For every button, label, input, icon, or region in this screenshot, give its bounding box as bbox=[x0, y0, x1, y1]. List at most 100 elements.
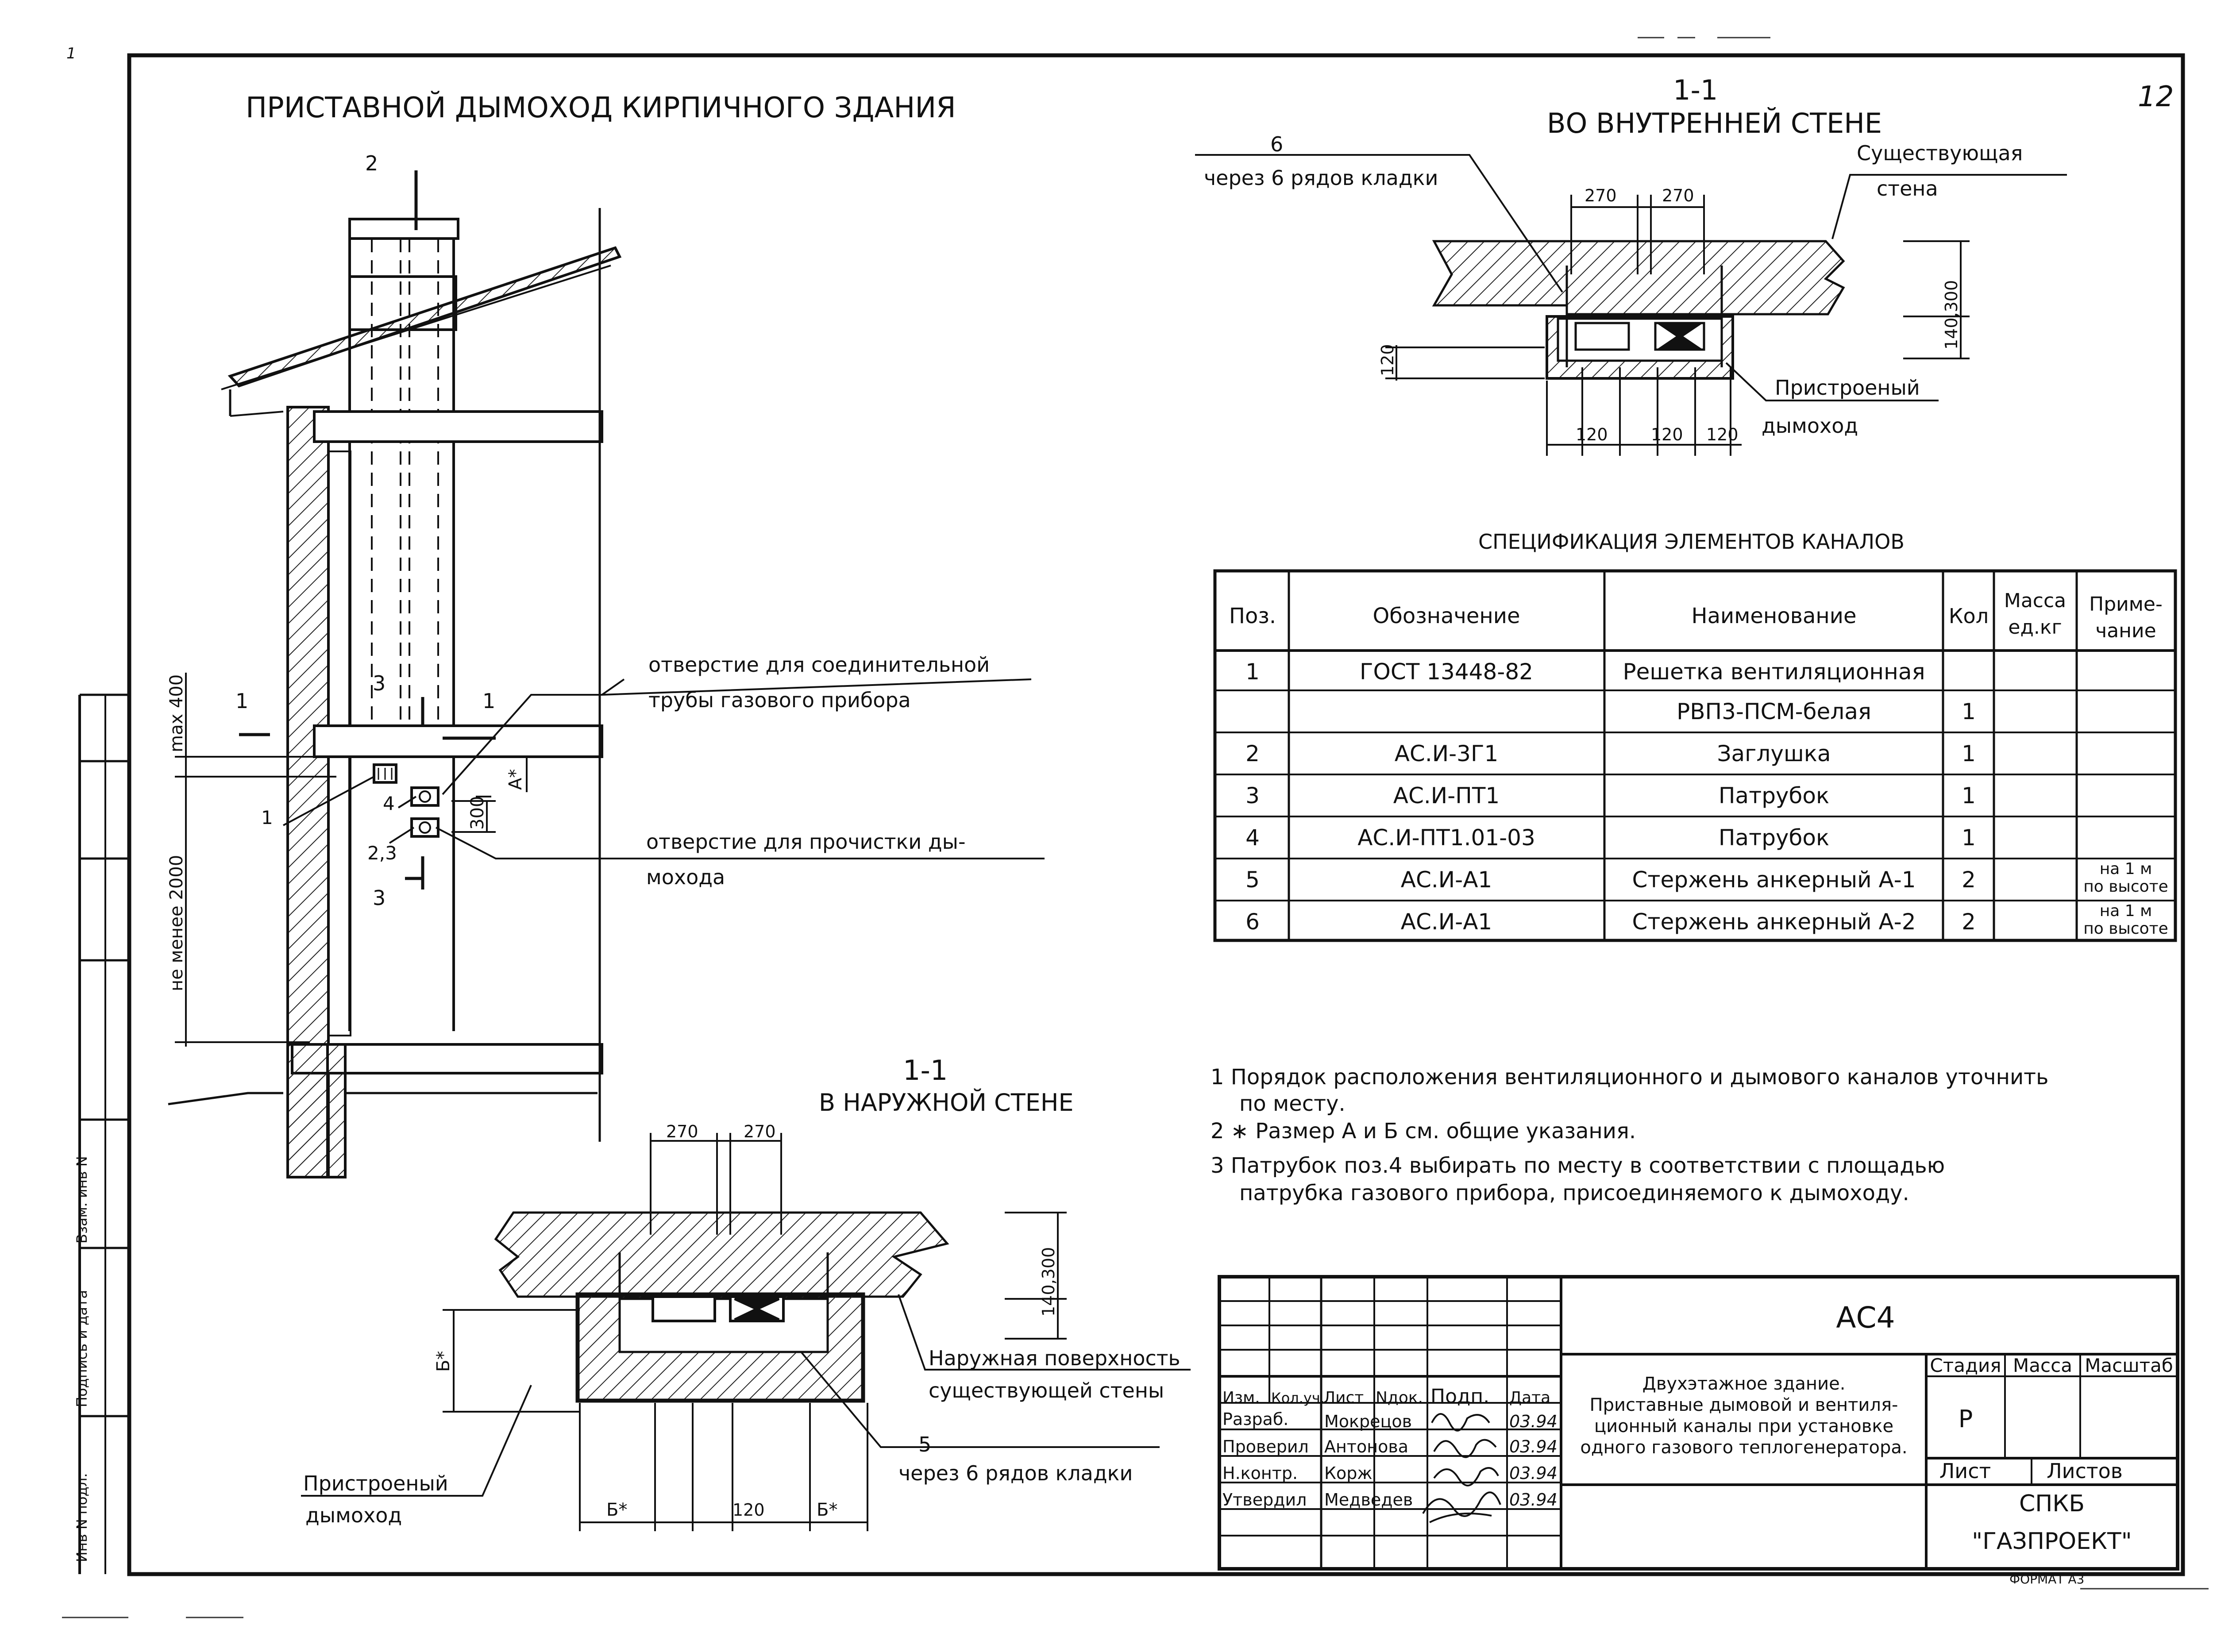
col-izm: Изм. bbox=[1222, 1389, 1260, 1407]
sheet-label: Лист bbox=[1939, 1459, 1991, 1483]
section-outer-number: 1-1 bbox=[903, 1054, 948, 1086]
dim-300: 300 bbox=[467, 796, 488, 830]
spec-row-qty: 1 bbox=[1962, 825, 1976, 851]
signer-date: 03.94 bbox=[1509, 1490, 1558, 1510]
stage-value: Р bbox=[1959, 1405, 1973, 1433]
side-stamp-inv: Инв N подл. bbox=[73, 1473, 90, 1562]
spec-row-code: АС.И-А1 bbox=[1401, 909, 1492, 935]
pos-5: 5 bbox=[918, 1433, 931, 1456]
spec-row-note-2: по высоте bbox=[2083, 920, 2168, 938]
outer-chimney-1: Пристроеный bbox=[303, 1471, 448, 1495]
spec-row: 4 АС.И-ПТ1.01-03 Патрубок 1 bbox=[1245, 825, 1976, 851]
signer-name: Корж bbox=[1324, 1463, 1373, 1483]
spec-row-code: ГОСТ 13448-82 bbox=[1360, 659, 1533, 685]
format-label: ФОРМАТ А3 bbox=[2009, 1572, 2084, 1587]
spec-row-note-1: на 1 м bbox=[2100, 860, 2152, 878]
outer-chimney-2: дымоход bbox=[305, 1503, 402, 1527]
note-line: по месту. bbox=[1239, 1091, 1346, 1116]
note-line: патрубка газового прибора, присоединяемо… bbox=[1239, 1181, 1909, 1205]
spec-row-code: АС.И-ПТ1 bbox=[1393, 783, 1500, 809]
dim-a: А* bbox=[505, 769, 526, 790]
main-drawing-title: ПРИСТАВНОЙ ДЫМОХОД КИРПИЧНОГО ЗДАНИЯ bbox=[246, 91, 956, 124]
signer-row: Н.контр. Корж 03.94 bbox=[1222, 1463, 1558, 1483]
title-desc-4: одного газового теплогенератора. bbox=[1580, 1437, 1907, 1458]
section-inner-number: 1-1 bbox=[1673, 74, 1718, 106]
spec-row: 1 ГОСТ 13448-82 Решетка вентиляционная bbox=[1245, 659, 1925, 685]
section-outer-title: В НАРУЖНОЙ СТЕНЕ bbox=[819, 1089, 1074, 1117]
existing-wall-1: Существующая bbox=[1857, 141, 2023, 165]
dim-outer-120: 120 bbox=[733, 1500, 765, 1520]
org-name-1: СПКБ bbox=[2019, 1490, 2085, 1517]
signer-name: Антонова bbox=[1324, 1437, 1408, 1456]
general-notes: 1 Порядок расположения вентиляционного и… bbox=[1211, 1065, 2048, 1205]
spec-row-name: Стержень анкерный А-2 bbox=[1632, 909, 1916, 935]
signer-role: Н.контр. bbox=[1222, 1463, 1298, 1483]
title-code: АС4 bbox=[1836, 1301, 1895, 1335]
spec-row-name: Патрубок bbox=[1719, 825, 1829, 851]
section-inner-wall: 1-1 ВО ВНУТРЕННЕЙ СТЕНЕ bbox=[1195, 74, 2067, 456]
spec-row-pos: 1 bbox=[1245, 659, 1260, 685]
spec-header-note-1: Приме- bbox=[2089, 593, 2163, 616]
col-podp: Подп. bbox=[1430, 1385, 1489, 1408]
spec-row-qty: 1 bbox=[1962, 699, 1976, 724]
dim-inner-270b: 270 bbox=[1662, 186, 1694, 205]
signer-name: Медведев bbox=[1324, 1490, 1413, 1510]
spec-row-note-2: по высоте bbox=[2083, 878, 2168, 896]
cut-mark-3-top: 3 bbox=[373, 671, 386, 695]
dim-inner-side: 140,300 bbox=[1942, 280, 1961, 350]
spec-row-qty: 2 bbox=[1962, 867, 1976, 893]
spec-row-name: Стержень анкерный А-1 bbox=[1632, 867, 1916, 893]
spec-row: 3 АС.И-ПТ1 Патрубок 1 bbox=[1245, 783, 1976, 809]
spec-table: СПЕЦИФИКАЦИЯ ЭЛЕМЕНТОВ КАНАЛОВ Поз. Обоз… bbox=[1213, 530, 2177, 942]
callout-1: 1 bbox=[261, 807, 273, 828]
dimension-lines bbox=[175, 673, 528, 1047]
callout-leaders bbox=[283, 678, 1045, 859]
note-cleaning-line-1: отверстие для прочистки ды- bbox=[646, 830, 966, 854]
col-kol: Кол.уч. bbox=[1271, 1390, 1325, 1406]
spec-row-code: АС.И-3Г1 bbox=[1395, 741, 1499, 766]
dim-inner-120b: 120 bbox=[1651, 425, 1683, 444]
spec-header-mass-1: Масса bbox=[2004, 589, 2066, 612]
main-drawing: ПРИСТАВНОЙ ДЫМОХОД КИРПИЧНОГО ЗДАНИЯ bbox=[166, 91, 1045, 1178]
spec-row: 2 АС.И-3Г1 Заглушка 1 bbox=[1245, 741, 1976, 766]
spec-row-pos: 6 bbox=[1245, 909, 1260, 935]
dim-outer-side: 140,300 bbox=[1039, 1247, 1058, 1317]
side-stamp: Взам. инв N Подпись и дата Инв N подл. bbox=[73, 1156, 90, 1562]
spec-row-qty: 2 bbox=[1962, 909, 1976, 935]
dim-max-400: max 400 bbox=[166, 674, 187, 752]
title-desc-1: Двухэтажное здание. bbox=[1642, 1374, 1846, 1394]
spec-row: 5 АС.И-А1 Стержень анкерный А-1 2 на 1 м… bbox=[1245, 860, 2168, 896]
signer-row: Проверил Антонова 03.94 bbox=[1222, 1437, 1558, 1456]
scan-edge-marks bbox=[62, 37, 2209, 1618]
signer-role: Проверил bbox=[1222, 1437, 1309, 1456]
spec-header-name: Наименование bbox=[1691, 604, 1856, 628]
section-outer-wall: 1-1 В НАРУЖНОЙ СТЕНЕ bbox=[301, 1054, 1191, 1531]
signer-row: Разраб. Мокрецов 03.94 bbox=[1222, 1409, 1558, 1431]
spec-header-mass-2: ед.кг bbox=[2008, 616, 2062, 639]
existing-wall-2: стена bbox=[1877, 177, 1938, 200]
spec-row-qty: 1 bbox=[1962, 741, 1976, 766]
title-desc-2: Приставные дымовой и вентиля- bbox=[1590, 1395, 1898, 1415]
section-inner-title: ВО ВНУТРЕННЕЙ СТЕНЕ bbox=[1547, 107, 1882, 139]
cut-mark-1-right: 1 bbox=[482, 689, 495, 713]
spec-row-name: Решетка вентиляционная bbox=[1623, 659, 1925, 685]
dim-inner-120c: 120 bbox=[1706, 425, 1739, 444]
dim-outer-b-left: Б* bbox=[606, 1500, 627, 1520]
cut-mark-2: 2 bbox=[365, 151, 378, 175]
spec-row-name: Патрубок bbox=[1719, 783, 1829, 809]
callout-2-3: 2,3 bbox=[367, 842, 397, 864]
inner-chimney-2: дымоход bbox=[1762, 414, 1858, 438]
handwritten-signatures bbox=[1422, 1413, 1501, 1523]
sheets-label: Листов bbox=[2047, 1459, 2123, 1483]
spec-header-code: Обозначение bbox=[1373, 604, 1520, 628]
signer-date: 03.94 bbox=[1509, 1412, 1558, 1431]
cut-marks bbox=[239, 170, 496, 890]
corner-mark: 1 bbox=[66, 45, 76, 62]
col-ndok: Nдок. bbox=[1376, 1389, 1423, 1407]
callout-4: 4 bbox=[383, 793, 395, 814]
spec-header-note-2: чание bbox=[2095, 620, 2156, 642]
spec-header-qty: Кол bbox=[1949, 604, 1989, 628]
note-line: 3 Патрубок поз.4 выбирать по месту в соо… bbox=[1211, 1153, 1945, 1178]
dim-inner-120-left: 120 bbox=[1378, 344, 1397, 376]
